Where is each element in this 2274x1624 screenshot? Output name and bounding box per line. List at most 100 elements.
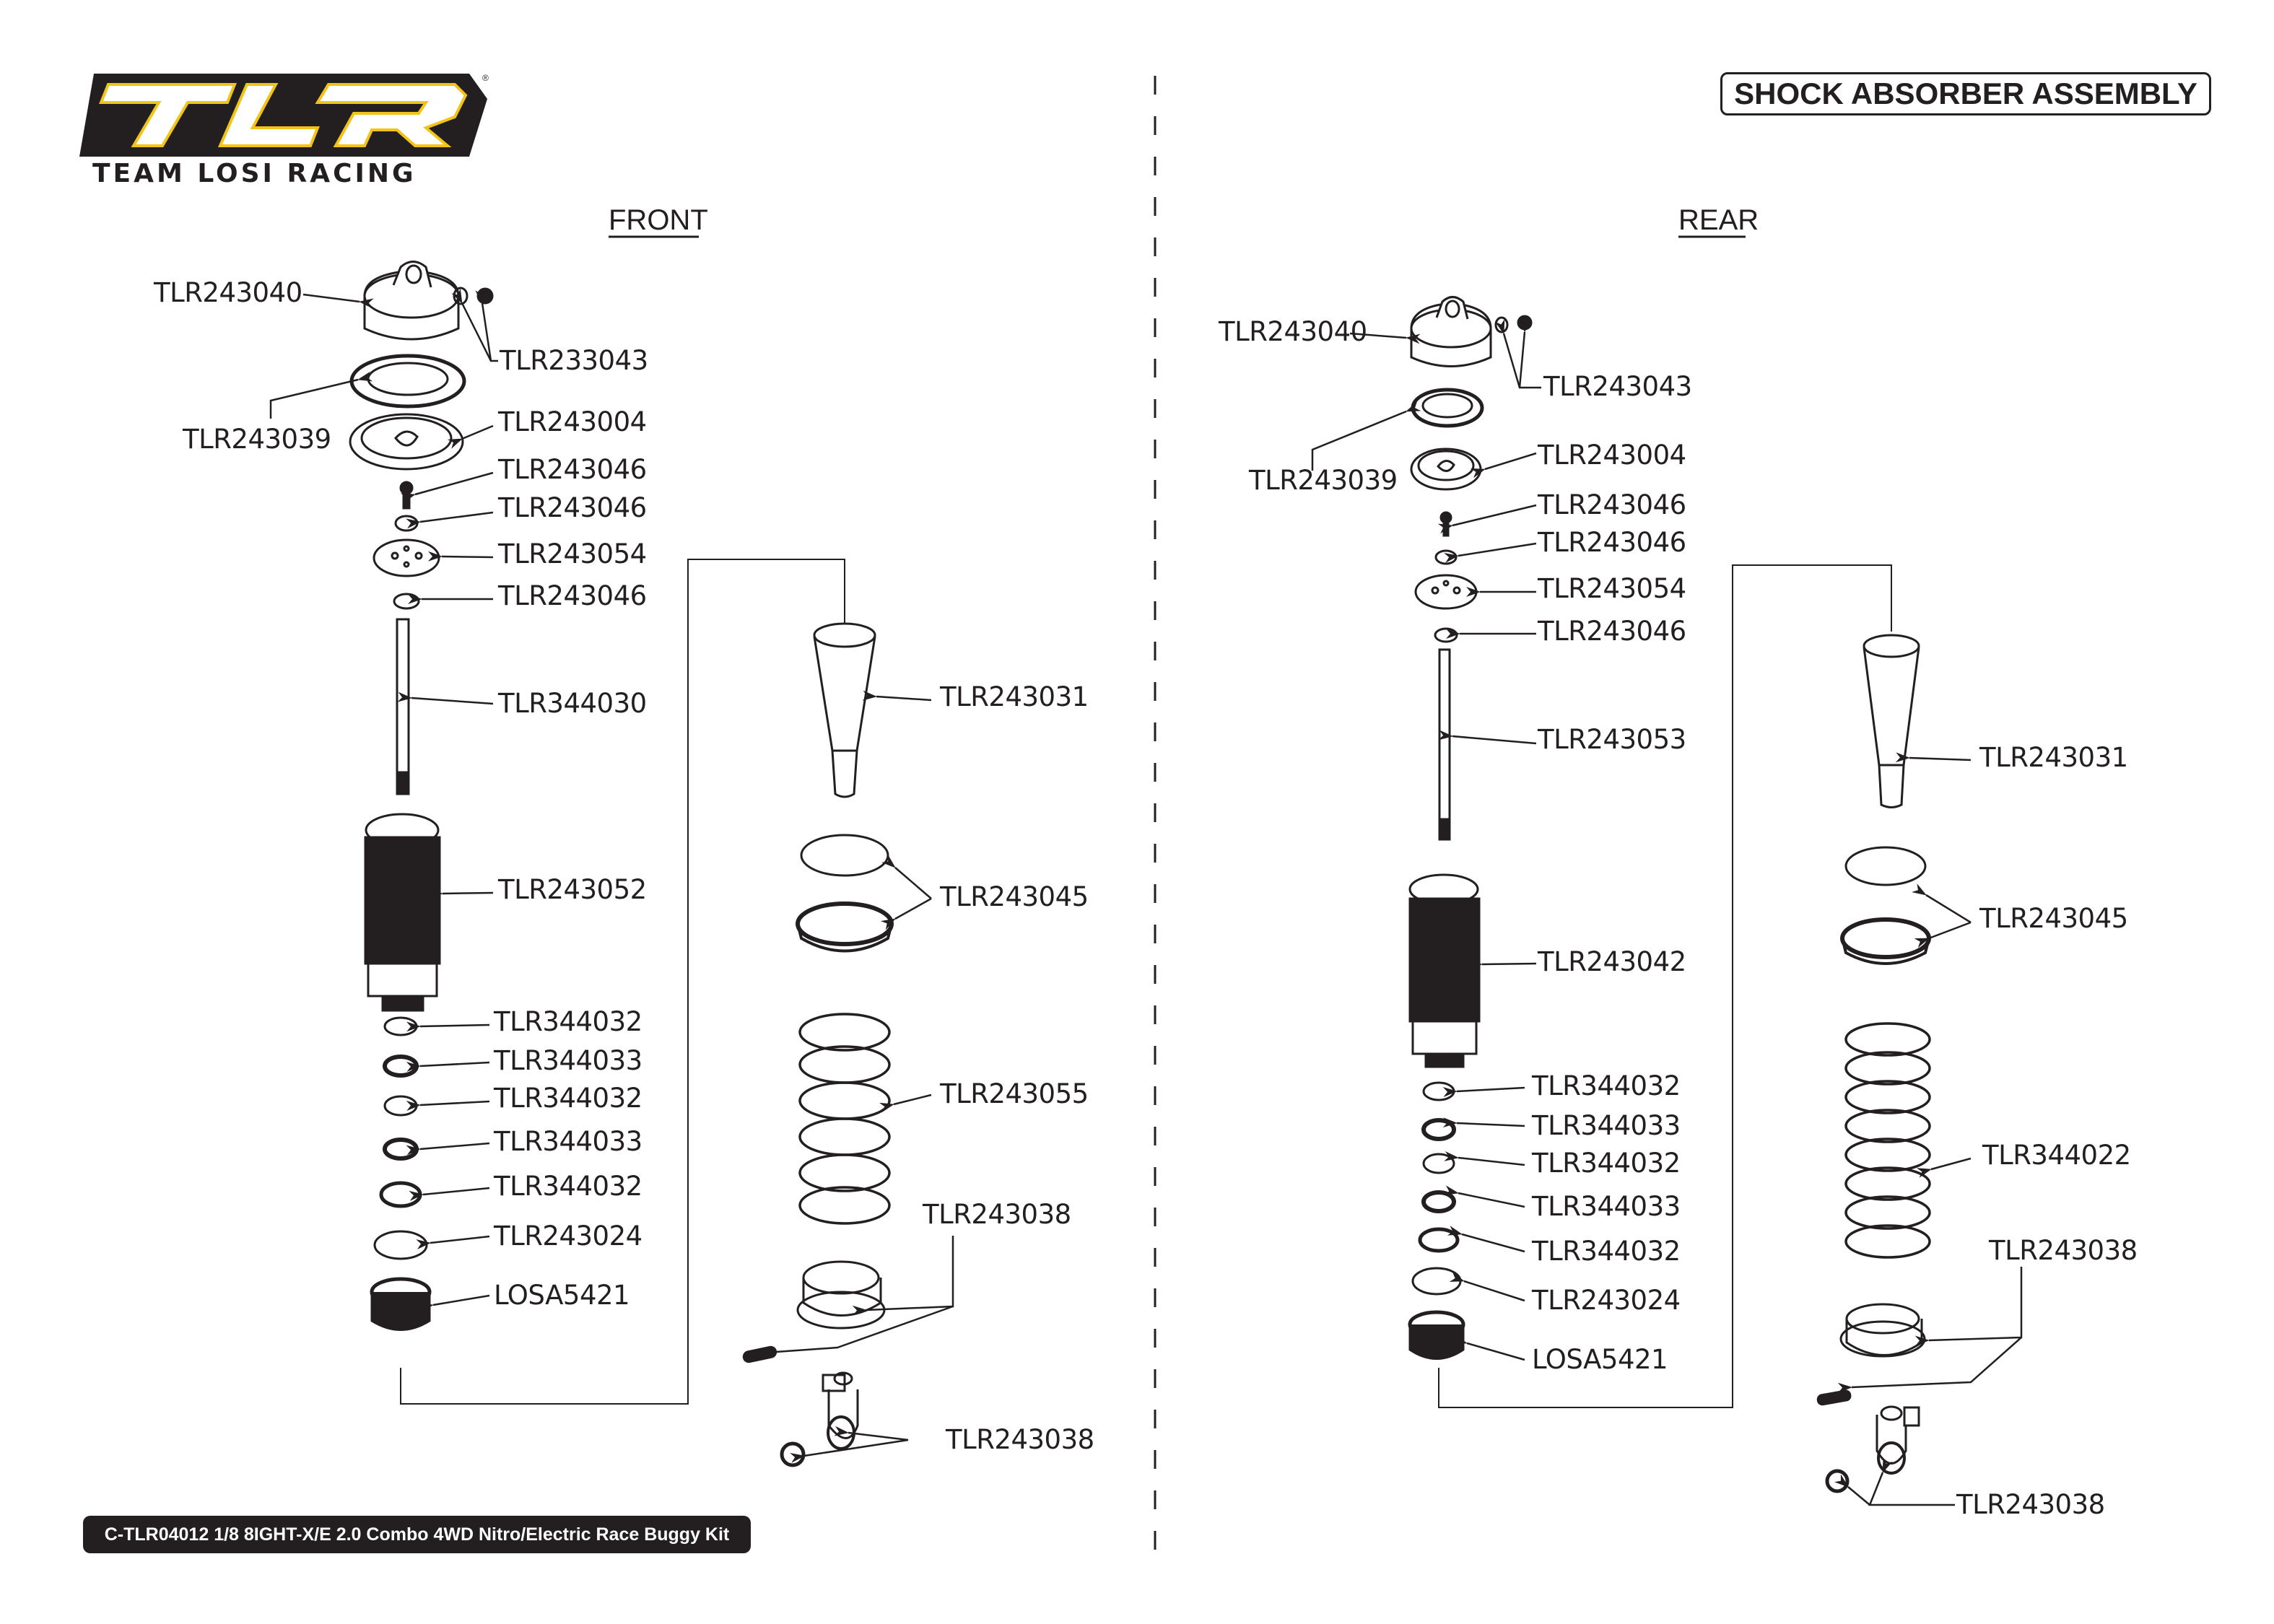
rear-leaders xyxy=(1311,318,2023,1506)
front-shock-body xyxy=(364,813,441,1012)
rear-spring-cup xyxy=(1839,1303,1926,1358)
rear-label-boot: TLR243031 xyxy=(1979,742,2128,773)
rear-label-collar: TLR243045 xyxy=(1979,903,2128,934)
front-label-piston-screw: TLR243046 xyxy=(497,454,647,485)
front-cap-insert xyxy=(349,354,466,409)
rear-lower-washer xyxy=(1434,627,1458,643)
rear-oring-1 xyxy=(1421,1118,1456,1141)
rear-cup-screw xyxy=(1816,1389,1852,1406)
kit-footer-badge: C-TLR04012 1/8 8IGHT-X/E 2.0 Combo 4WD N… xyxy=(83,1516,751,1553)
front-label-spring-cup: TLR243038 xyxy=(922,1199,1071,1230)
registered-mark: ® xyxy=(482,73,489,83)
front-label-spacer-3: TLR344032 xyxy=(493,1171,642,1202)
rear-bleed-screw xyxy=(1517,315,1533,331)
front-label-shaft: TLR344030 xyxy=(497,688,647,719)
front-label-body-oring: TLR243024 xyxy=(493,1221,642,1252)
front-collar-oring xyxy=(800,834,889,877)
front-piston xyxy=(373,538,440,577)
rear-label-spring-cup: TLR243038 xyxy=(1988,1235,2138,1266)
rear-label-piston: TLR243054 xyxy=(1537,573,1686,604)
rear-label-rod-end: TLR243038 xyxy=(1956,1489,2105,1520)
front-cup-screw xyxy=(742,1345,777,1363)
front-collar xyxy=(796,902,894,953)
rear-spacer-2 xyxy=(1422,1153,1455,1174)
rear-label-bottom-cap: LOSA5421 xyxy=(1532,1344,1668,1375)
front-label-spring: TLR243055 xyxy=(939,1078,1089,1109)
front-lower-washer xyxy=(393,593,420,610)
rear-boot xyxy=(1863,634,1920,808)
front-label-bottom-cap: LOSA5421 xyxy=(494,1280,630,1311)
front-spring-cup xyxy=(796,1260,886,1330)
front-label-spacer-1: TLR344032 xyxy=(493,1006,642,1037)
front-label-upper-washer: TLR243046 xyxy=(497,492,647,523)
front-leaders xyxy=(269,288,954,1463)
rear-label-cap-insert: TLR243039 xyxy=(1248,465,1398,496)
rear-bleed-washer xyxy=(1494,316,1509,333)
rear-body-oring xyxy=(1411,1267,1462,1296)
rear-connector-line xyxy=(1438,564,1892,1408)
rear-label-spring: TLR344022 xyxy=(1982,1140,2131,1171)
rear-collar xyxy=(1840,917,1931,965)
front-boot xyxy=(813,622,876,798)
front-spacer-3 xyxy=(379,1181,422,1208)
rear-label-body-oring: TLR243024 xyxy=(1531,1285,1681,1316)
rear-label-spacer-2: TLR344032 xyxy=(1531,1148,1681,1179)
rear-label-cap: TLR243040 xyxy=(1218,316,1367,347)
rear-spacer-3 xyxy=(1418,1227,1460,1253)
front-oring-2 xyxy=(383,1138,419,1161)
rear-rod-end-ball xyxy=(1825,1469,1850,1493)
rear-label-oring-2: TLR344033 xyxy=(1531,1191,1681,1222)
front-label-piston: TLR243054 xyxy=(497,538,647,569)
rear-label-oring-1: TLR344033 xyxy=(1531,1110,1681,1141)
front-label-lower-washer: TLR243046 xyxy=(497,580,647,611)
logo-letters xyxy=(99,83,468,147)
rear-bottom-cap xyxy=(1408,1310,1465,1360)
front-label-rod-end: TLR243038 xyxy=(945,1424,1094,1455)
rear-shock-body xyxy=(1408,873,1481,1068)
rear-label-lower-washer: TLR243046 xyxy=(1537,616,1686,647)
rear-label-spacer-1: TLR344032 xyxy=(1531,1070,1681,1101)
rear-label-spacer-3: TLR344032 xyxy=(1531,1236,1681,1267)
rear-piston xyxy=(1414,574,1478,610)
front-spacer-2 xyxy=(383,1095,418,1117)
front-bladder xyxy=(349,413,464,471)
front-label-collar: TLR243045 xyxy=(939,881,1089,912)
front-spacer-1 xyxy=(383,1016,418,1036)
front-label-bladder: TLR243004 xyxy=(497,406,647,437)
rear-bladder xyxy=(1410,448,1482,491)
rear-label-shaft: TLR243053 xyxy=(1537,724,1686,755)
front-connector-line xyxy=(400,559,845,1405)
front-spring xyxy=(798,1013,891,1225)
rear-labels: TLR243040 TLR243043 TLR243039 TLR243004 … xyxy=(1218,316,2138,1520)
page-title: SHOCK ABSORBER ASSEMBLY xyxy=(1720,72,2211,115)
front-label-boot: TLR243031 xyxy=(939,681,1089,712)
front-upper-washer xyxy=(394,515,419,532)
rear-assembly xyxy=(1408,296,1931,1493)
front-oring-1 xyxy=(383,1055,419,1078)
logo-subtitle: TEAM LOSI RACING xyxy=(92,159,417,188)
front-bleed-screw xyxy=(476,287,494,305)
rear-oring-2 xyxy=(1421,1190,1456,1213)
front-label-bleed-screw: TLR233043 xyxy=(499,345,648,376)
front-bottom-cap xyxy=(370,1277,432,1331)
front-labels: TLR243040 TLR233043 TLR243039 TLR243004 … xyxy=(153,277,1094,1455)
front-shock-cap xyxy=(363,261,460,341)
front-heading: FRONT xyxy=(609,204,708,236)
front-label-cap: TLR243040 xyxy=(153,277,302,308)
front-body-oring xyxy=(373,1230,428,1260)
rear-spring xyxy=(1844,1022,1931,1259)
rear-heading: REAR xyxy=(1678,204,1759,236)
front-label-cap-insert: TLR243039 xyxy=(182,424,331,455)
front-label-body: TLR243052 xyxy=(497,874,647,905)
rear-cap-insert xyxy=(1411,388,1484,428)
rear-label-bleed-screw: TLR243043 xyxy=(1543,371,1692,402)
front-shaft xyxy=(396,618,410,795)
rear-label-bladder: TLR243004 xyxy=(1537,440,1686,471)
rear-label-body: TLR243042 xyxy=(1537,946,1686,977)
rear-label-piston-screw: TLR243046 xyxy=(1537,489,1686,520)
tlr-logo: ® xyxy=(79,73,489,157)
rear-upper-washer xyxy=(1434,549,1458,565)
rear-spacer-1 xyxy=(1422,1081,1455,1101)
front-label-spacer-2: TLR344032 xyxy=(493,1083,642,1114)
